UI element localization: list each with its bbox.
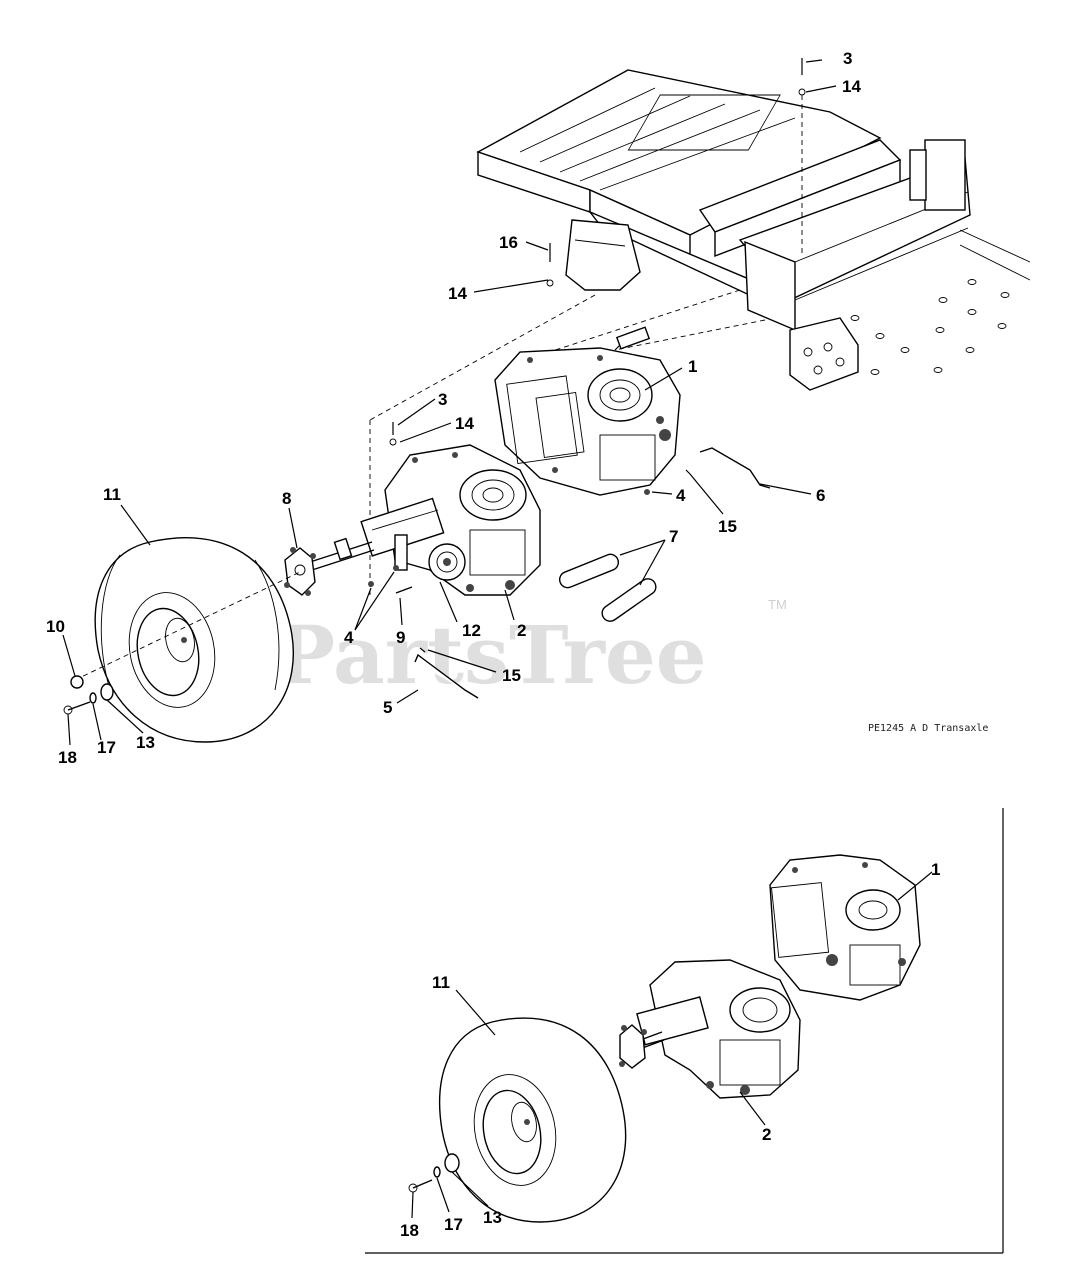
wheel-illustration [438,1017,627,1223]
watermark-text: PartsTree [275,608,707,702]
callout-17: 17 [444,1215,463,1234]
callout-5: 5 [383,698,392,717]
transaxle-illustration [769,854,921,1001]
axle-hub-illustration [619,1024,665,1069]
callout-3: 3 [438,390,447,409]
callout-15: 15 [718,517,737,536]
callout-8: 8 [282,489,291,508]
callout-2: 2 [517,621,526,640]
callout-18: 18 [58,748,77,767]
callout-13: 13 [483,1208,502,1227]
callout-2: 2 [762,1125,771,1144]
callout-3: 3 [843,49,852,68]
callout-14: 14 [842,77,861,96]
callout-11: 11 [103,485,121,504]
frame-illustration [476,69,1031,391]
diagram-reference: PE1245 A D Transaxle [868,723,988,734]
callout-4: 4 [676,486,686,505]
callout-18: 18 [400,1221,419,1240]
callout-1: 1 [931,860,940,879]
watermark-trademark: TM [768,597,787,612]
transaxle-illustration [360,444,541,596]
wheel-illustration [94,537,295,743]
callout-10: 10 [46,617,65,636]
callout-1: 1 [688,357,697,376]
callout-15: 15 [502,666,521,685]
callout-9: 9 [396,628,405,647]
callout-7: 7 [669,527,678,546]
callout-17: 17 [97,738,116,757]
callout-16: 16 [499,233,518,252]
inset-frame [365,808,1004,1254]
axle-hub-illustration [284,537,375,596]
callout-6: 6 [816,486,825,505]
transaxle-illustration [494,326,681,496]
callout-14: 14 [448,284,467,303]
callout-13: 13 [136,733,155,752]
callout-4: 4 [344,628,354,647]
transaxle-illustration [636,959,801,1099]
callout-14: 14 [455,414,474,433]
callout-12: 12 [462,621,481,640]
callout-11: 11 [432,973,450,992]
